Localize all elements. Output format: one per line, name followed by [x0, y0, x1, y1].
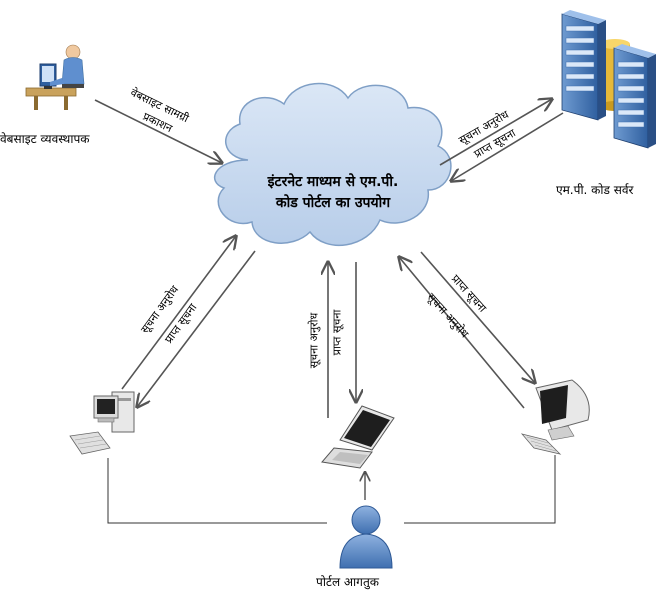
- portal-visitor-icon: [339, 505, 393, 569]
- desktop-computer-right-icon: [520, 379, 590, 455]
- cloud-title-line2: कोड पोर्टल का उपयोग: [275, 195, 391, 211]
- visitor-connector: [107, 455, 556, 524]
- server-label: एम.पी. कोड सर्वर: [556, 183, 634, 197]
- internet-cloud: [213, 82, 452, 246]
- cloud-title-line1: इंटरनेट माध्यम से एम.पी.: [267, 174, 399, 190]
- arrow-server-received: [451, 112, 564, 181]
- arrow-right-received: [420, 251, 535, 383]
- arrow-server-request: [439, 99, 552, 166]
- arrow-right-request: [399, 257, 525, 409]
- server-icon: [561, 10, 656, 149]
- edge-label-mid-request: सूचना अनुरोध: [307, 312, 321, 369]
- website-manager-label: वेबसाइट व्यवस्थापक: [0, 132, 90, 146]
- edge-label-mid-received: प्राप्त सूचना: [330, 309, 344, 356]
- website-manager-icon: [25, 44, 85, 110]
- portal-visitor-label: पोर्टल आगतुक: [316, 575, 379, 589]
- arrow-left-received: [137, 250, 256, 407]
- desktop-computer-left-icon: [69, 391, 135, 455]
- laptop-icon: [321, 405, 395, 469]
- arrow-left-request: [121, 236, 236, 390]
- arrow-content-publish: [94, 99, 222, 163]
